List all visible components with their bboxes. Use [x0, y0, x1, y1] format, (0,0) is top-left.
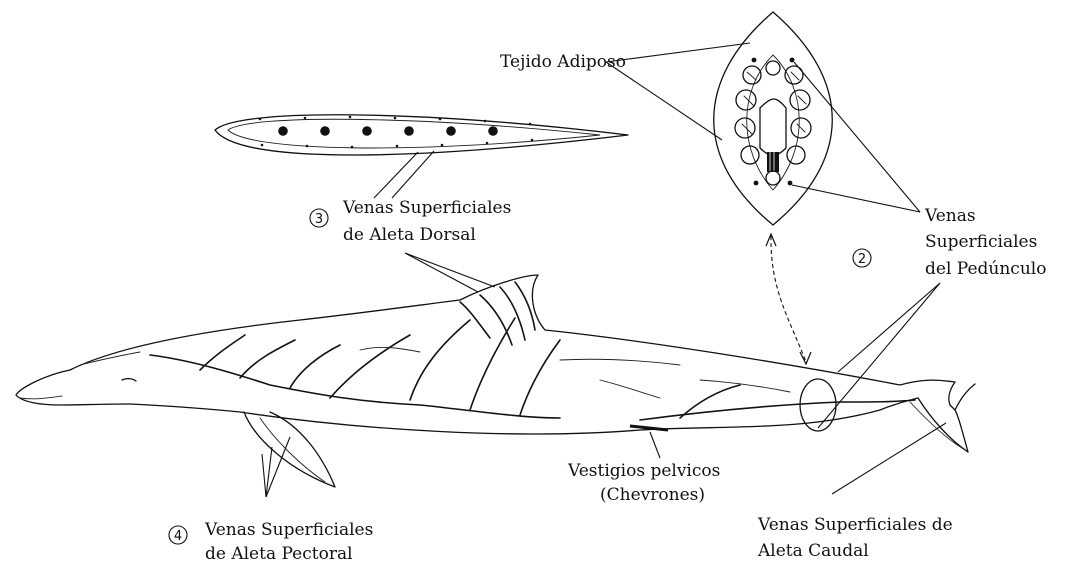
label-venas-pedunculo-2: Superficiales	[925, 232, 1037, 252]
label-venas-pedunculo-3: del Pedúnculo	[925, 259, 1046, 279]
label-pelvic-1: Vestigios pelvicos	[567, 461, 720, 481]
peduncle-cross-section	[606, 12, 920, 364]
marker-4: 4	[169, 526, 187, 544]
label-pelvic-2: (Chevrones)	[600, 485, 705, 505]
label-caudal-2: Aleta Caudal	[757, 541, 869, 561]
marker-3: 3	[310, 209, 328, 227]
label-pectoral-1: Venas Superficiales	[204, 520, 373, 540]
label-caudal-1: Venas Superficiales de	[757, 515, 953, 535]
label-tejido-adiposo: Tejido Adiposo	[500, 52, 626, 72]
label-dorsal-2: de Aleta Dorsal	[343, 225, 476, 245]
svg-text:2: 2	[858, 252, 866, 267]
svg-text:3: 3	[315, 212, 323, 227]
dorsal-fin-cross-section	[215, 115, 628, 198]
label-pectoral-2: de Aleta Pectoral	[205, 544, 353, 564]
dolphin-body	[16, 275, 975, 487]
label-venas-pedunculo-1: Venas	[924, 206, 976, 226]
marker-2: 2	[853, 249, 871, 267]
svg-text:4: 4	[174, 529, 182, 544]
label-dorsal-1: Venas Superficiales	[342, 198, 511, 218]
